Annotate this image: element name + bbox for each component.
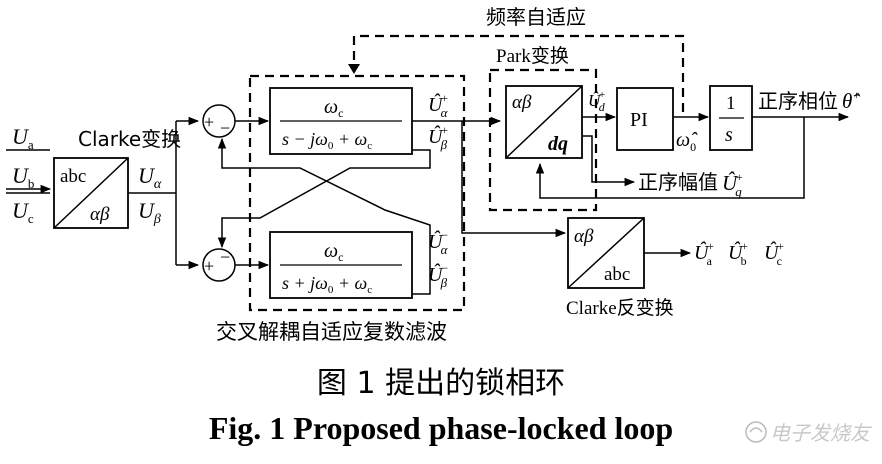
svg-text:PI: PI [630,109,648,131]
block-diagram: Ua Ub Uc Clarke变换 abc αβ Uα Uβ + − + − 交… [6,5,860,344]
svg-text:Û−α: Û−α [428,228,449,257]
svg-text:Ub: Ub [12,163,34,191]
abc-out-symbols: Û+a Û+b Û+c [694,239,785,268]
filter-group-box [248,74,466,312]
freq-adapt-label: 频率自适应 [486,5,586,29]
input-ua: Ua [12,124,34,152]
output-beta-pos: Û+β [428,123,449,152]
svg-text:+: + [204,256,214,276]
svg-text:Û+α: Û+α [428,91,449,120]
inv-clarke-label: Clarke反变换 [566,297,674,319]
arrow-amp-out [582,135,636,187]
integrator-block: 1 s [709,85,753,151]
inv-clarke-block: αβ abc [567,217,645,289]
svg-text:+: + [204,112,214,132]
clarke-label: Clarke变换 [78,127,181,151]
output-alpha-neg: Û−α [428,228,449,257]
u-beta-label: Uβ [138,198,161,227]
svg-text:s − jω0 + ωc: s − jω0 + ωc [282,129,372,152]
pi-block: PI [616,87,674,151]
omega-label: ω̂0 [676,129,698,154]
arrow-to-inv-clarke [461,121,567,238]
clarke-block: abc αβ [53,157,129,229]
svg-text:1: 1 [726,93,736,114]
input-uc: Uc [12,198,34,226]
svg-text:−: − [220,247,230,267]
sum-junction-top: + − [202,104,236,138]
svg-text:Û+β: Û+β [428,123,449,152]
filter-group-label: 交叉解耦自适应复数滤波 [216,320,447,344]
svg-text:ωc: ωc [324,96,343,120]
svg-text:Û+c: Û+c [764,239,785,268]
freq-adapt-path [352,34,685,112]
input-ub: Ub [12,163,34,191]
ud-label: Û+d [588,89,606,114]
amp-out-symbol: Û+q [722,170,743,199]
phase-out-symbol: θ̂+ [842,88,860,113]
cross-feedback-to-top [217,137,431,295]
phase-out-label: 正序相位 [758,89,838,113]
watermark-logo: 电子发烧友 [745,421,873,445]
svg-text:Û+b: Û+b [728,239,749,268]
svg-text:αβ: αβ [512,92,532,113]
amp-out-label: 正序幅值 [638,170,718,194]
clarke-top: abc [60,166,86,187]
phase-feedback [535,117,805,199]
sum-junction-bottom: + − [202,247,236,282]
svg-text:Ua: Ua [12,124,34,152]
park-block: αβ dq [505,85,583,159]
svg-text:Û−β: Û−β [428,261,449,290]
svg-text:电子发烧友: 电子发烧友 [770,421,873,445]
cross-feedback-to-bottom [217,149,431,249]
u-alpha-label: Uα [138,163,162,192]
filter-bottom: ωc s + jω0 + ωc [269,231,413,299]
svg-text:αβ: αβ [574,226,594,247]
freq-adapt-arrowhead [348,64,360,74]
output-beta-neg: Û−β [428,261,449,290]
svg-text:Û+a: Û+a [694,239,715,268]
park-group-box [488,68,598,212]
svg-text:s + jω0 + ωc: s + jω0 + ωc [282,273,372,296]
output-alpha-pos: Û+α [428,91,449,120]
svg-text:ωc: ωc [324,240,343,264]
svg-text:Uc: Uc [12,198,34,226]
park-label: Park变换 [496,45,569,67]
caption-en: Fig. 1 Proposed phase-locked loop [208,410,674,446]
clarke-bottom: αβ [90,204,110,225]
caption-cn: 图 1 提出的锁相环 [316,366,566,401]
svg-text:dq: dq [548,133,568,155]
svg-text:−: − [220,118,230,138]
svg-text:s: s [725,124,733,146]
filter-top: ωc s − jω0 + ωc [269,87,413,155]
svg-text:abc: abc [604,264,630,285]
